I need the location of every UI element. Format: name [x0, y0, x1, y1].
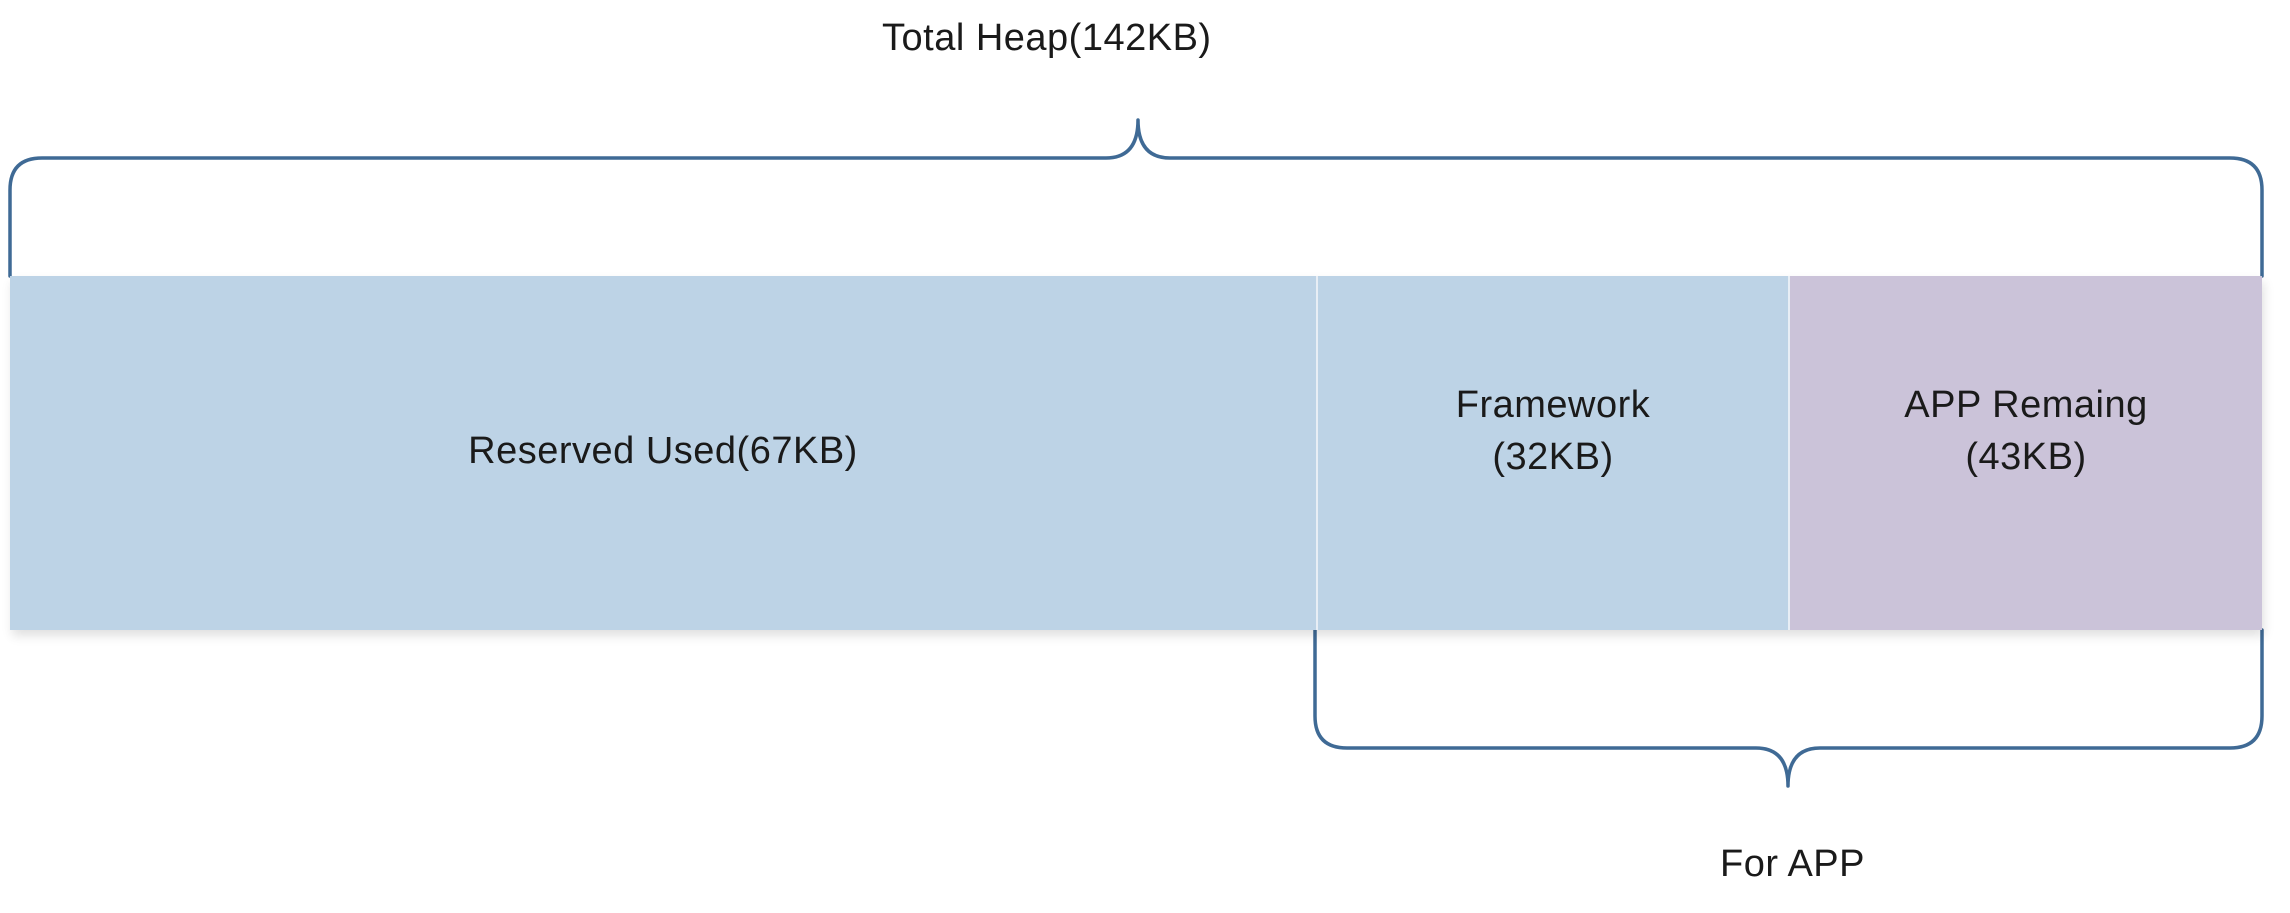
segment-reserved-used: Reserved Used(67KB) — [10, 276, 1318, 630]
segment-app-remaining-size: (43KB) — [1965, 436, 2087, 478]
segment-framework-label: Framework — [1455, 384, 1651, 426]
heap-bar: Reserved Used(67KB) Framework (32KB) APP… — [10, 276, 2262, 630]
total-heap-label: Total Heap(142KB) — [882, 17, 1212, 59]
for-app-brace-path — [1313, 628, 2264, 788]
segment-app-remaining: APP Remaing (43KB) — [1790, 276, 2262, 630]
segment-framework: Framework (32KB) — [1318, 276, 1790, 630]
segment-framework-size: (32KB) — [1492, 436, 1614, 478]
total-heap-brace-path — [8, 118, 2264, 278]
segment-reserved-used-label: Reserved Used(67KB) — [468, 430, 858, 472]
for-app-label: For APP — [1720, 843, 1865, 885]
segment-app-remaining-label: APP Remaing — [1904, 384, 2148, 426]
